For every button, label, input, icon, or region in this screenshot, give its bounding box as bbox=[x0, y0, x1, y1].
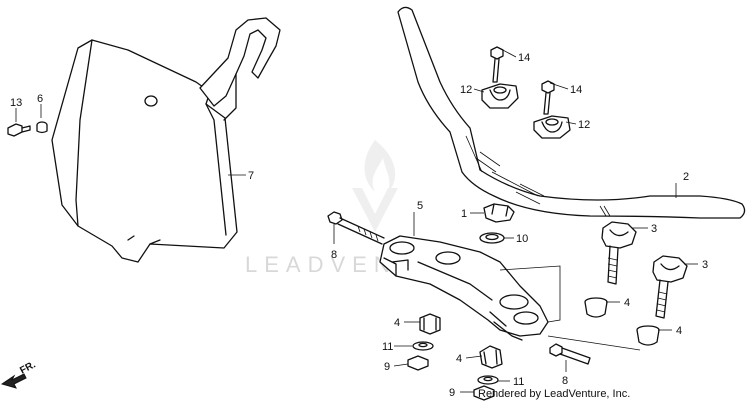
callout-12-left: 12 bbox=[460, 84, 472, 96]
callout-10: 10 bbox=[516, 233, 528, 245]
callout-7: 7 bbox=[248, 170, 254, 182]
bushing-4-left bbox=[419, 313, 441, 335]
callout-4-center: 4 bbox=[456, 353, 462, 365]
stem-nut-1 bbox=[483, 203, 515, 223]
nut-9-center bbox=[473, 385, 495, 401]
bolt-13 bbox=[7, 123, 31, 137]
callout-14-left: 14 bbox=[518, 52, 530, 64]
callout-4-right-lower: 4 bbox=[676, 325, 682, 337]
callout-1: 1 bbox=[461, 208, 467, 220]
callout-5: 5 bbox=[417, 200, 423, 212]
top-bridge bbox=[379, 235, 641, 351]
callout-2: 2 bbox=[683, 171, 689, 183]
render-credit: Rendered by LeadVenture, Inc. bbox=[478, 388, 631, 400]
bushing-4-right-upper bbox=[584, 297, 608, 318]
front-arrow-icon bbox=[0, 373, 27, 389]
bushing-4-center bbox=[479, 345, 503, 369]
callout-11-center: 11 bbox=[513, 376, 524, 388]
callout-3-upper: 3 bbox=[651, 223, 657, 235]
nut-9-left bbox=[407, 355, 429, 371]
pinch-bolt-8-upper bbox=[327, 211, 385, 245]
callout-9-center: 9 bbox=[449, 387, 455, 399]
callout-11-left: 11 bbox=[382, 341, 393, 353]
callout-6: 6 bbox=[37, 93, 43, 105]
upper-holder-12-right bbox=[533, 115, 571, 139]
callout-14-right: 14 bbox=[570, 84, 582, 96]
collar-6 bbox=[36, 121, 48, 134]
bushing-4-right-lower bbox=[636, 325, 660, 346]
handlebar bbox=[397, 6, 746, 219]
callout-12-right: 12 bbox=[578, 119, 590, 131]
callout-8-upper: 8 bbox=[331, 249, 337, 261]
callout-4-left: 4 bbox=[394, 317, 400, 329]
bolt-14-upper-right bbox=[541, 80, 555, 115]
watermark-logo bbox=[352, 140, 398, 232]
callout-3-lower: 3 bbox=[702, 259, 708, 271]
callout-9-left: 9 bbox=[384, 361, 390, 373]
washer-11-center bbox=[477, 375, 499, 385]
number-plate bbox=[51, 17, 281, 263]
lower-holder-3-lower bbox=[652, 255, 688, 319]
front-label: FR. bbox=[18, 359, 38, 376]
pinch-bolt-8-lower bbox=[549, 343, 591, 365]
bolt-14-upper-left bbox=[490, 46, 504, 83]
leader-lines bbox=[15, 47, 698, 393]
washer-11-left bbox=[412, 341, 434, 351]
upper-holder-12-left bbox=[481, 83, 519, 109]
washer-10 bbox=[479, 232, 505, 244]
callout-4-right-upper: 4 bbox=[624, 297, 630, 309]
lower-holder-3-upper bbox=[601, 221, 637, 285]
callout-8-lower: 8 bbox=[562, 375, 568, 387]
callout-13: 13 bbox=[10, 97, 22, 109]
